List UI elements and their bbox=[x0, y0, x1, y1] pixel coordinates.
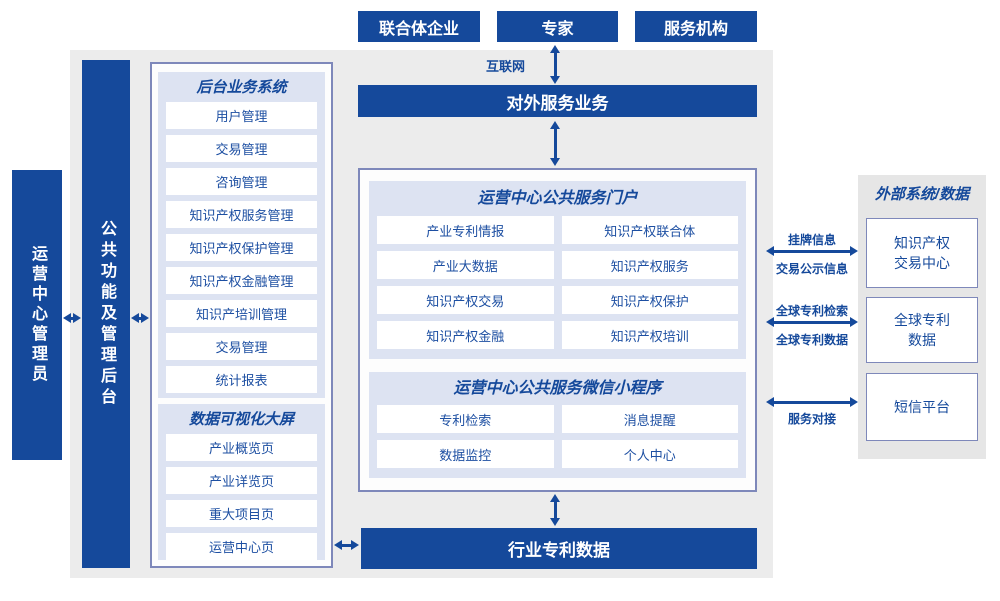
left-systems-panel: 后台业务系统 用户管理 交易管理 咨询管理 知识产权服务管理 知识产权保护管理 … bbox=[150, 62, 333, 568]
external-system-box-trade-center: 知识产权 交易中心 bbox=[866, 218, 978, 288]
link-label-service-connect: 服务对接 bbox=[787, 412, 837, 426]
miniprogram-item: 个人中心 bbox=[561, 440, 738, 468]
list-item: 产业详览页 bbox=[166, 467, 317, 494]
list-item: 交易管理 bbox=[166, 333, 317, 360]
internet-label: 互联网 bbox=[486, 59, 526, 74]
arrow-shaft bbox=[553, 51, 557, 78]
miniprogram-item: 专利检索 bbox=[377, 405, 554, 433]
industry-data-bar: 行业专利数据 bbox=[361, 528, 757, 569]
list-item: 用户管理 bbox=[166, 102, 317, 129]
backoffice-panel: 后台业务系统 用户管理 交易管理 咨询管理 知识产权服务管理 知识产权保护管理 … bbox=[158, 72, 325, 398]
backoffice-list: 用户管理 交易管理 咨询管理 知识产权服务管理 知识产权保护管理 知识产权金融管… bbox=[158, 102, 325, 393]
link-label-global-patent-data: 全球专利数据 bbox=[775, 333, 849, 347]
list-item: 咨询管理 bbox=[166, 168, 317, 195]
portal-grid: 产业专利情报 知识产权联合体 产业大数据 知识产权服务 知识产权交易 知识产权保… bbox=[369, 216, 746, 349]
actor-box-expert: 专家 bbox=[497, 11, 618, 42]
miniprogram-item: 消息提醒 bbox=[561, 405, 738, 433]
list-item: 交易管理 bbox=[166, 135, 317, 162]
trade-center-arrow bbox=[766, 246, 858, 256]
list-item: 统计报表 bbox=[166, 366, 317, 393]
arrow-shaft bbox=[772, 400, 852, 404]
external-systems-title: 外部系统/数据 bbox=[874, 186, 970, 203]
link-label-listing-info: 挂牌信息 bbox=[787, 233, 837, 247]
global-patent-arrow bbox=[766, 317, 858, 327]
list-item: 重大项目页 bbox=[166, 500, 317, 527]
link-label-global-patent-search: 全球专利检索 bbox=[775, 304, 849, 318]
arrow-shaft bbox=[69, 316, 75, 320]
operator-bar: 运营中心管理员 bbox=[12, 170, 62, 460]
list-item: 知识产培训管理 bbox=[166, 300, 317, 327]
portal-to-industry-arrow bbox=[550, 494, 560, 526]
arrow-shaft bbox=[553, 500, 557, 520]
portal-panel: 运营中心公共服务门户 产业专利情报 知识产权联合体 产业大数据 知识产权服务 知… bbox=[369, 181, 746, 359]
backoffice-title: 后台业务系统 bbox=[196, 79, 287, 96]
miniprogram-grid: 专利检索 消息提醒 数据监控 个人中心 bbox=[369, 405, 746, 468]
portal-item: 产业专利情报 bbox=[377, 216, 554, 244]
backend-to-backoffice-arrow bbox=[131, 313, 149, 323]
external-system-box-global-patent: 全球专利 数据 bbox=[866, 297, 978, 363]
actor-box-consortium-enterprise: 联合体企业 bbox=[358, 11, 480, 42]
admin-backend-bar: 公共功能及管理后台 bbox=[82, 60, 130, 568]
dashboard-to-industry-arrow bbox=[334, 540, 359, 550]
external-system-box-sms-platform: 短信平台 bbox=[866, 373, 978, 441]
external-service-bar: 对外服务业务 bbox=[358, 85, 757, 117]
sms-platform-arrow bbox=[766, 397, 858, 407]
miniprogram-item: 数据监控 bbox=[377, 440, 554, 468]
list-item: 产业概览页 bbox=[166, 434, 317, 461]
portal-item: 产业大数据 bbox=[377, 251, 554, 279]
internet-arrow bbox=[550, 45, 560, 84]
portal-title: 运营中心公共服务门户 bbox=[477, 190, 638, 207]
arrow-shaft bbox=[137, 316, 143, 320]
arrow-shaft bbox=[553, 127, 557, 160]
arrow-shaft bbox=[340, 543, 353, 547]
list-item: 运营中心页 bbox=[166, 533, 317, 560]
link-label-trade-publicity: 交易公示信息 bbox=[775, 262, 849, 276]
actor-box-service-agency: 服务机构 bbox=[635, 11, 757, 42]
portal-item: 知识产权交易 bbox=[377, 286, 554, 314]
center-service-box: 运营中心公共服务门户 产业专利情报 知识产权联合体 产业大数据 知识产权服务 知… bbox=[358, 168, 757, 492]
list-item: 知识产权保护管理 bbox=[166, 234, 317, 261]
portal-item: 知识产权金融 bbox=[377, 321, 554, 349]
portal-item: 知识产权联合体 bbox=[561, 216, 738, 244]
arrow-shaft bbox=[772, 320, 852, 324]
list-item: 知识产权服务管理 bbox=[166, 201, 317, 228]
dashboard-panel: 数据可视化大屏 产业概览页 产业详览页 重大项目页 运营中心页 bbox=[158, 404, 325, 560]
portal-item: 知识产权培训 bbox=[561, 321, 738, 349]
portal-item: 知识产权服务 bbox=[561, 251, 738, 279]
operator-to-backend-arrow bbox=[63, 313, 81, 323]
dashboard-title: 数据可视化大屏 bbox=[188, 411, 294, 428]
miniprogram-panel: 运营中心公共服务微信小程序 专利检索 消息提醒 数据监控 个人中心 bbox=[369, 372, 746, 478]
dashboard-list: 产业概览页 产业详览页 重大项目页 运营中心页 bbox=[158, 434, 325, 560]
list-item: 知识产权金融管理 bbox=[166, 267, 317, 294]
service-to-portal-arrow bbox=[550, 121, 560, 166]
portal-item: 知识产权保护 bbox=[561, 286, 738, 314]
arrow-shaft bbox=[772, 249, 852, 253]
miniprogram-title: 运营中心公共服务微信小程序 bbox=[453, 380, 662, 397]
